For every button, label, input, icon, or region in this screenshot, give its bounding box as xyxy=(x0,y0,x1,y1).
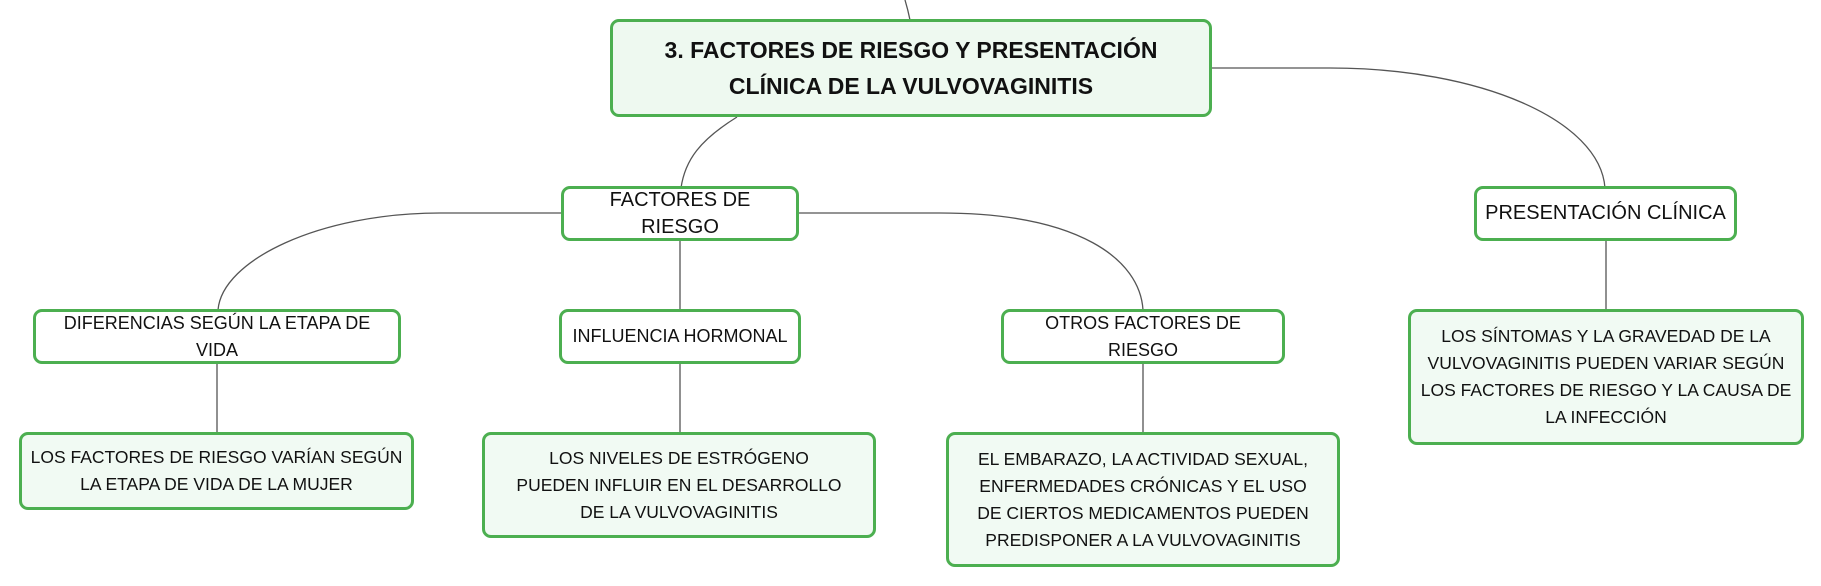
root-topic[interactable]: 3. FACTORES DE RIESGO Y PRESENTACIÓN CLÍ… xyxy=(610,19,1212,117)
connector-parent-root xyxy=(904,0,911,21)
clinical-presentation-detail[interactable]: LOS SÍNTOMAS Y LA GRAVEDAD DE LA VULVOVA… xyxy=(1408,309,1804,445)
life-stage-detail-text: LOS FACTORES DE RIESGO VARÍAN SEGÚN LA E… xyxy=(30,447,403,494)
other-risk-factors-detail-text: EL EMBARAZO, LA ACTIVIDAD SEXUAL, ENFERM… xyxy=(977,448,1309,550)
clinical-presentation-topic[interactable]: PRESENTACIÓN CLÍNICA xyxy=(1474,186,1737,241)
connector-risk-other xyxy=(797,212,1144,311)
hormonal-detail-text: LOS NIVELES DE ESTRÓGENO PUEDEN INFLUIR … xyxy=(516,447,842,522)
life-stage-topic[interactable]: DIFERENCIAS SEGÚN LA ETAPA DE VIDA xyxy=(33,309,401,364)
other-risk-factors-topic[interactable]: OTROS FACTORES DE RIESGO xyxy=(1001,309,1285,364)
root-topic-title: 3. FACTORES DE RIESGO Y PRESENTACIÓN CLÍ… xyxy=(664,37,1158,99)
other-risk-factors-label: OTROS FACTORES DE RIESGO xyxy=(1045,312,1241,360)
life-stage-label: DIFERENCIAS SEGÚN LA ETAPA DE VIDA xyxy=(63,312,371,360)
risk-factors-topic[interactable]: FACTORES DE RIESGO xyxy=(561,186,799,241)
other-risk-factors-detail[interactable]: EL EMBARAZO, LA ACTIVIDAD SEXUAL, ENFERM… xyxy=(946,432,1340,567)
hormonal-detail[interactable]: LOS NIVELES DE ESTRÓGENO PUEDEN INFLUIR … xyxy=(482,432,876,538)
connector-root-risk-factors xyxy=(680,116,738,189)
life-stage-detail[interactable]: LOS FACTORES DE RIESGO VARÍAN SEGÚN LA E… xyxy=(19,432,414,510)
hormonal-influence-label: INFLUENCIA HORMONAL xyxy=(572,326,788,346)
clinical-presentation-label: PRESENTACIÓN CLÍNICA xyxy=(1485,202,1726,224)
clinical-presentation-detail-text: LOS SÍNTOMAS Y LA GRAVEDAD DE LA VULVOVA… xyxy=(1420,326,1792,427)
connector-root-clinical xyxy=(1212,67,1606,189)
connector-risk-life-stage xyxy=(217,212,563,311)
hormonal-influence-topic[interactable]: INFLUENCIA HORMONAL xyxy=(559,309,801,364)
risk-factors-label: FACTORES DE RIESGO xyxy=(609,188,751,238)
